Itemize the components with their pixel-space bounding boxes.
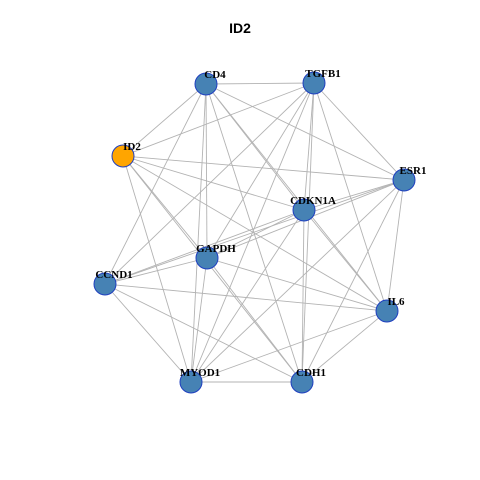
edge-tgfb1-cdkn1a [303, 82, 315, 211]
edge-ccnd1-cdh1 [104, 283, 303, 383]
node-gapdh[interactable] [195, 246, 219, 270]
figure-title: ID2 [229, 20, 251, 36]
edge-tgfb1-ccnd1 [104, 82, 315, 285]
edge-id2-cdkn1a [122, 155, 305, 211]
edge-ccnd1-il6 [104, 283, 388, 312]
edge-tgfb1-gapdh [206, 82, 315, 259]
edge-cd4-id2 [122, 83, 207, 157]
edge-cd4-ccnd1 [104, 83, 207, 285]
node-label-cdkn1a: CDKN1A [290, 195, 336, 207]
node-label-cd4: CD4 [204, 69, 226, 81]
edge-cdkn1a-myod1 [190, 209, 305, 383]
edge-esr1-cdkn1a [303, 179, 405, 211]
edge-ccnd1-myod1 [104, 283, 192, 383]
node-esr1[interactable] [392, 168, 416, 192]
edge-cd4-gapdh [205, 83, 208, 259]
edge-id2-cdh1 [122, 155, 303, 383]
node-ccnd1[interactable] [93, 272, 117, 296]
node-id2[interactable] [111, 144, 135, 168]
edge-tgfb1-id2 [122, 82, 315, 157]
edge-myod1-il6 [190, 310, 388, 383]
edge-cdh1-il6 [301, 310, 388, 383]
node-label-id2: ID2 [123, 141, 141, 153]
edge-gapdh-ccnd1 [104, 257, 208, 285]
edge-cd4-tgfb1 [205, 82, 315, 85]
node-il6[interactable] [375, 299, 399, 323]
edge-id2-myod1 [122, 155, 192, 383]
node-myod1[interactable] [179, 370, 203, 394]
edge-tgfb1-il6 [313, 82, 388, 312]
edge-tgfb1-esr1 [313, 82, 405, 181]
node-label-il6: IL6 [387, 296, 405, 308]
edge-esr1-cdh1 [301, 179, 405, 383]
node-label-gapdh: GAPDH [196, 243, 236, 255]
edge-gapdh-il6 [206, 257, 388, 312]
edge-esr1-ccnd1 [104, 179, 405, 285]
node-label-ccnd1: CCND1 [95, 269, 132, 281]
node-cdkn1a[interactable] [292, 198, 316, 222]
edge-cdkn1a-gapdh [206, 209, 305, 259]
node-label-tgfb1: TGFB1 [305, 68, 340, 80]
edge-cdkn1a-il6 [303, 209, 388, 312]
edge-esr1-il6 [386, 179, 405, 312]
node-label-myod1: MYOD1 [180, 367, 220, 379]
node-tgfb1[interactable] [302, 71, 326, 95]
edge-cdkn1a-cdh1 [301, 209, 305, 383]
node-cd4[interactable] [194, 72, 218, 96]
edge-gapdh-myod1 [190, 257, 208, 383]
node-cdh1[interactable] [290, 370, 314, 394]
edge-layer [104, 82, 405, 383]
edge-id2-il6 [122, 155, 388, 312]
node-label-cdh1: CDH1 [296, 367, 326, 379]
edge-gapdh-cdh1 [206, 257, 303, 383]
node-layer [93, 71, 416, 394]
edge-cd4-myod1 [190, 83, 207, 383]
edge-id2-esr1 [122, 155, 405, 181]
edge-cd4-esr1 [205, 83, 405, 181]
node-label-esr1: ESR1 [400, 165, 427, 177]
edge-tgfb1-cdh1 [301, 82, 315, 383]
edge-esr1-myod1 [190, 179, 405, 383]
